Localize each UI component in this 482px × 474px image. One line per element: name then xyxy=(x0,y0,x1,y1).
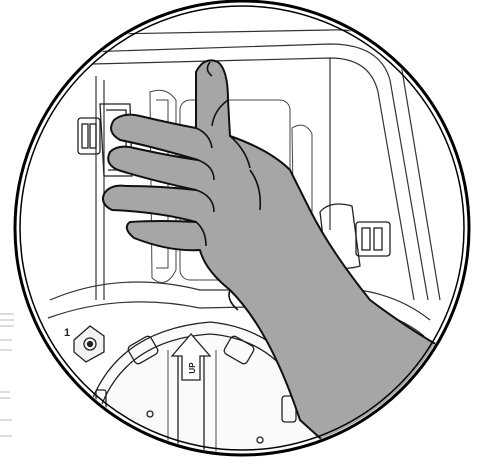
background-page-lines xyxy=(0,314,14,436)
up-arrow-label: UP xyxy=(188,362,197,374)
step-number-label: 1 xyxy=(64,327,70,339)
